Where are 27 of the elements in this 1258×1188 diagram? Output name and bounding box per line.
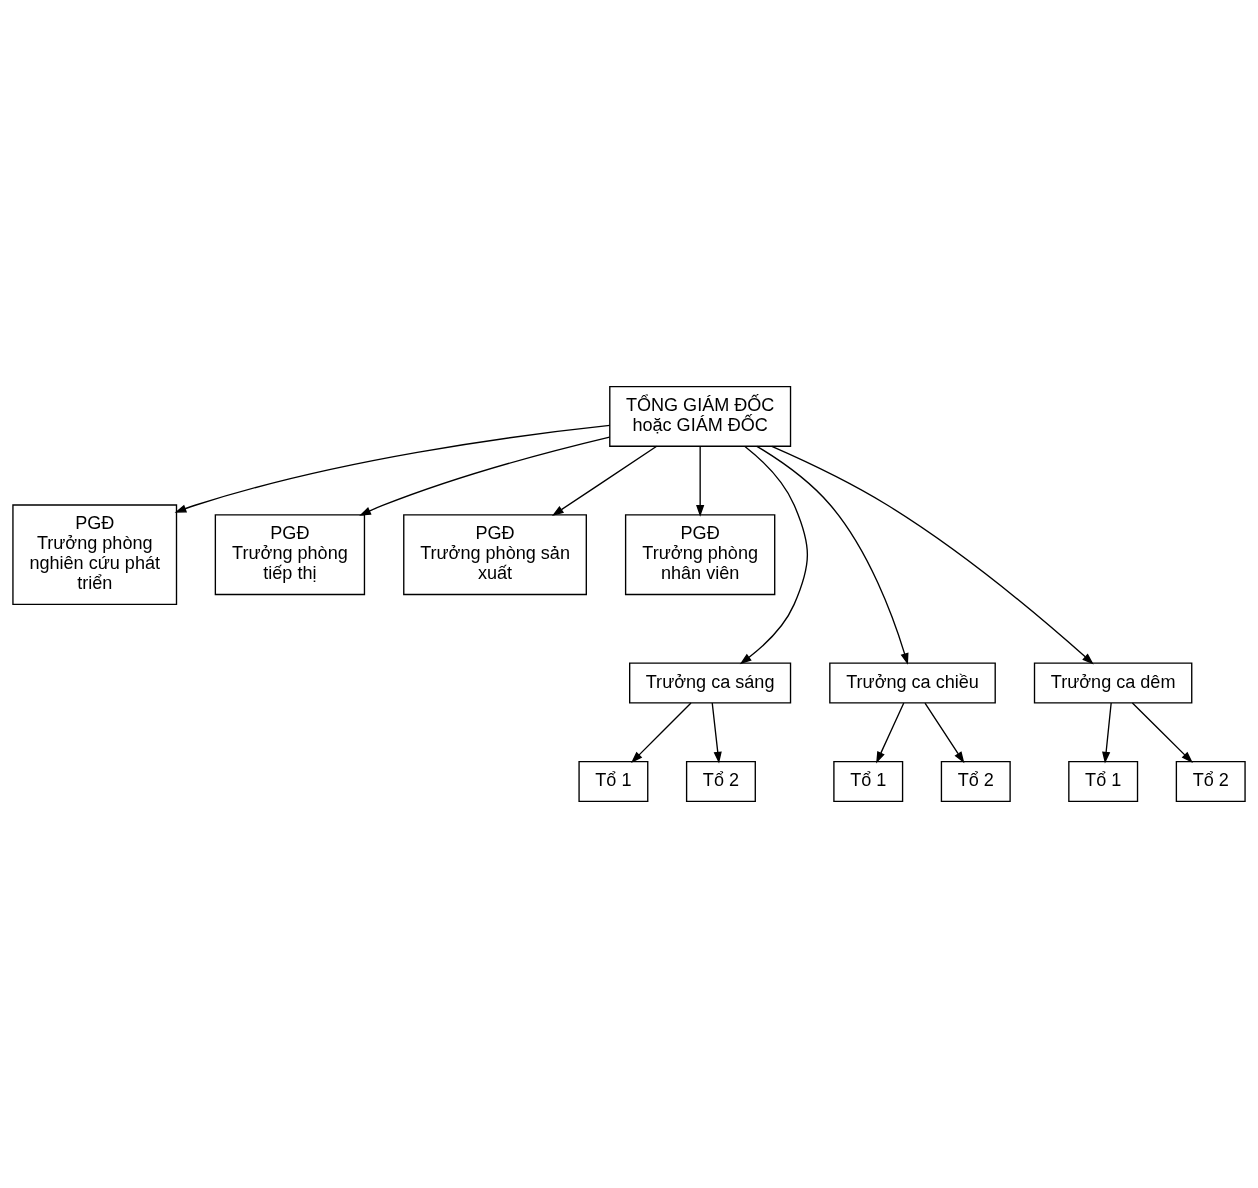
arrow [359,436,611,516]
node-box: Trưởng ca chiều [829,662,996,704]
node-box: Tổ 1 [1068,760,1139,803]
node-box: PGĐ Trưởng phòng tiếp thị [214,514,366,596]
node-box: Tổ 2 [685,760,756,803]
arrow [174,424,611,513]
node-box: Tổ 1 [833,760,904,803]
node-box: Tổ 2 [1175,760,1246,803]
node-box: Tổ 1 [578,760,649,803]
node-box: Trưởng ca sáng [629,662,792,704]
arrow [756,445,909,665]
arrow [1131,702,1193,763]
arrow [876,702,905,764]
node-box: Trưởng ca dêm [1033,662,1193,704]
arrow [771,445,1094,665]
arrow [924,702,965,764]
arrow [551,445,658,516]
arrow [711,702,722,764]
arrow [1102,702,1112,764]
node-box: PGĐ Trưởng phòng nhân viên [624,514,776,596]
arrow [739,445,809,665]
node-box: PGĐ Trưởng phòng sản xuất [403,514,587,596]
node-box: TỔNG GIÁM ĐỐC hoặc GIÁM ĐỐC [609,385,792,447]
node-box: Tổ 2 [940,760,1011,803]
node-box: PGĐ Trưởng phòng nghiên cứu phát triển [12,504,178,606]
arrow [631,702,692,763]
arrow [696,445,705,517]
